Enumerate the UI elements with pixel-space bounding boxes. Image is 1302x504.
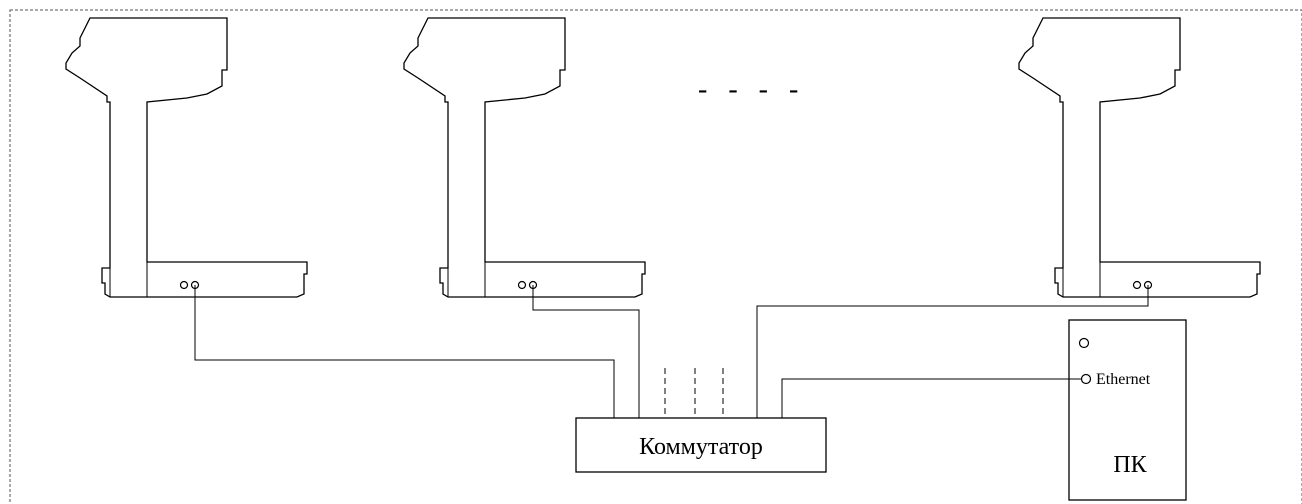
ethernet-label: Ethernet	[1096, 371, 1151, 388]
scale-1	[65, 17, 308, 298]
cable-pc-ethernet	[781, 378, 1081, 418]
diagram-frame	[9, 9, 1302, 504]
cable-scale-1	[194, 285, 615, 418]
pc-box	[1068, 319, 1187, 501]
scale-2	[403, 17, 646, 298]
ellipsis-more-scales: - - - -	[698, 74, 798, 105]
pc-indicator-icon	[1078, 337, 1090, 349]
switch-label: Коммутатор	[639, 434, 763, 460]
scale-n	[1018, 17, 1261, 298]
cable-scale-n	[756, 285, 1149, 418]
ethernet-port-icon	[1080, 373, 1092, 385]
switch-box	[575, 417, 827, 473]
cable-scale-2	[532, 285, 640, 418]
pc-label: ПК	[1113, 452, 1147, 478]
